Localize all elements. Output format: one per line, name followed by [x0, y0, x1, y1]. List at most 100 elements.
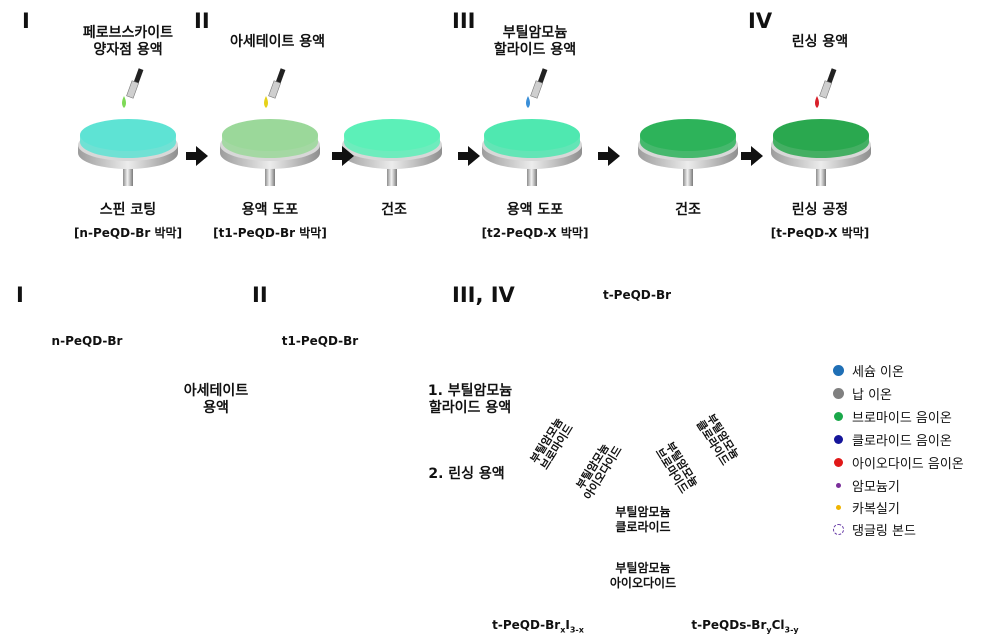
ammonium-group — [591, 396, 597, 402]
short-ligand — [787, 556, 797, 561]
process-arrow-5 — [741, 146, 763, 166]
circle-left-label: t-PeQD-BrxI3-x — [478, 618, 598, 637]
halide-anion — [622, 341, 629, 347]
glow-ray — [465, 520, 483, 528]
lead-ion — [313, 417, 323, 427]
circle-left-label-mid: I — [565, 618, 570, 632]
process-arrow-2 — [332, 146, 354, 166]
octahedron — [626, 376, 646, 396]
process-arrow-1 — [186, 146, 208, 166]
short-ligand — [329, 490, 339, 495]
octahedron — [329, 433, 351, 455]
pipette-bulb — [826, 68, 837, 84]
octahedron — [522, 559, 542, 579]
short-ligand — [725, 594, 735, 599]
carboxyl-group — [119, 409, 125, 415]
halide-anion — [758, 555, 764, 562]
step-2-film: [t1-PeQD-Br 박막] — [213, 226, 327, 240]
halide-anion — [292, 429, 300, 437]
cesium-ion — [301, 427, 313, 439]
glow-ray — [656, 414, 664, 432]
octahedron — [543, 559, 563, 579]
lead-ion — [59, 439, 69, 449]
n-peqd-br-structure — [3, 348, 172, 535]
step-2-top-label: 아세테이트 용액 — [210, 34, 345, 51]
short-ligand — [621, 411, 631, 416]
short-ligand — [581, 351, 591, 356]
arrow2-label2: 2. 린싱 용액 — [428, 466, 505, 482]
halide-anion — [336, 429, 344, 437]
short-ligand — [753, 594, 763, 599]
halide-anion — [560, 545, 567, 551]
short-ligand — [489, 502, 499, 507]
exchange-bottom-b: 부틸암모늄 아이오다이드 — [598, 561, 688, 591]
halide-anion — [726, 524, 733, 530]
octahedron — [53, 433, 75, 455]
short-ligand — [579, 556, 589, 561]
halide-anion — [336, 451, 344, 459]
step-1-top-label: 페로브스카이트 양자점 용액 — [68, 25, 188, 59]
legend-swatch-lead — [833, 387, 844, 399]
circle-left-label-main: t-PeQD-Br — [492, 618, 561, 632]
halide-anion — [747, 566, 754, 572]
halide-anion — [336, 473, 344, 481]
arrow1-label-line2: 용액 — [203, 400, 229, 416]
halide-anion — [633, 393, 639, 400]
spin-coater-2 — [220, 119, 320, 186]
halide-anion — [550, 534, 556, 541]
spin-coater-5 — [638, 119, 738, 186]
short-ligand — [785, 530, 795, 535]
octahedron — [53, 411, 75, 433]
halide-anion — [705, 566, 712, 572]
lead-ion — [652, 360, 662, 370]
lead-ion — [756, 564, 766, 574]
short-ligand — [293, 388, 303, 393]
circle-right-label-sub2: 3-y — [784, 625, 799, 635]
halide-anion — [104, 407, 112, 415]
glow-ray — [581, 520, 599, 528]
short-ligand — [477, 534, 487, 539]
halide-anion — [726, 545, 733, 551]
halide-anion — [508, 555, 514, 562]
lead-ion — [548, 543, 558, 553]
halide-anion — [737, 513, 743, 520]
exchange-top-right-a: 부틸암모늄 클로라이드 — [694, 412, 742, 468]
pipette-bulb — [537, 68, 548, 84]
droplet — [815, 96, 819, 108]
halide-anion — [768, 545, 775, 551]
octahedron — [647, 355, 667, 375]
halide-anion — [303, 440, 311, 448]
halide-anion — [654, 351, 660, 358]
halide-anion — [664, 383, 671, 389]
film-disc — [80, 119, 176, 151]
halide-anion — [612, 330, 618, 337]
glow-ray — [712, 481, 720, 499]
octahedron — [307, 411, 329, 433]
glow-ray — [569, 385, 587, 393]
carboxyl-group — [785, 575, 791, 581]
carboxyl-group — [693, 511, 699, 517]
step-2-process: 용액 도포 — [241, 202, 299, 218]
octahedron — [751, 517, 771, 537]
lead-ion — [714, 543, 724, 553]
halide-anion — [508, 513, 514, 520]
step-6-top-label: 린싱 용액 — [775, 34, 865, 51]
glow-ray — [789, 520, 807, 528]
process-arrow-4 — [598, 146, 620, 166]
halide-anion — [292, 451, 300, 459]
glow-ray — [504, 481, 512, 499]
short-ligand — [365, 466, 375, 471]
cesium-ion — [620, 349, 631, 360]
halide-anion — [115, 462, 123, 470]
halide-anion — [292, 407, 300, 415]
step-2-top-label-line1: 아세테이트 용액 — [229, 34, 326, 50]
lead-ion — [291, 439, 301, 449]
halide-anion — [601, 341, 608, 347]
octahedron — [709, 559, 729, 579]
exchange-bottom-b-line2: 아이오다이드 — [609, 576, 677, 590]
carboxyl-group — [115, 475, 121, 481]
pipette-3 — [526, 68, 548, 108]
cesium-ion — [91, 449, 103, 461]
octahedron — [730, 517, 750, 537]
legend-swatch-carboxyl — [836, 504, 841, 510]
